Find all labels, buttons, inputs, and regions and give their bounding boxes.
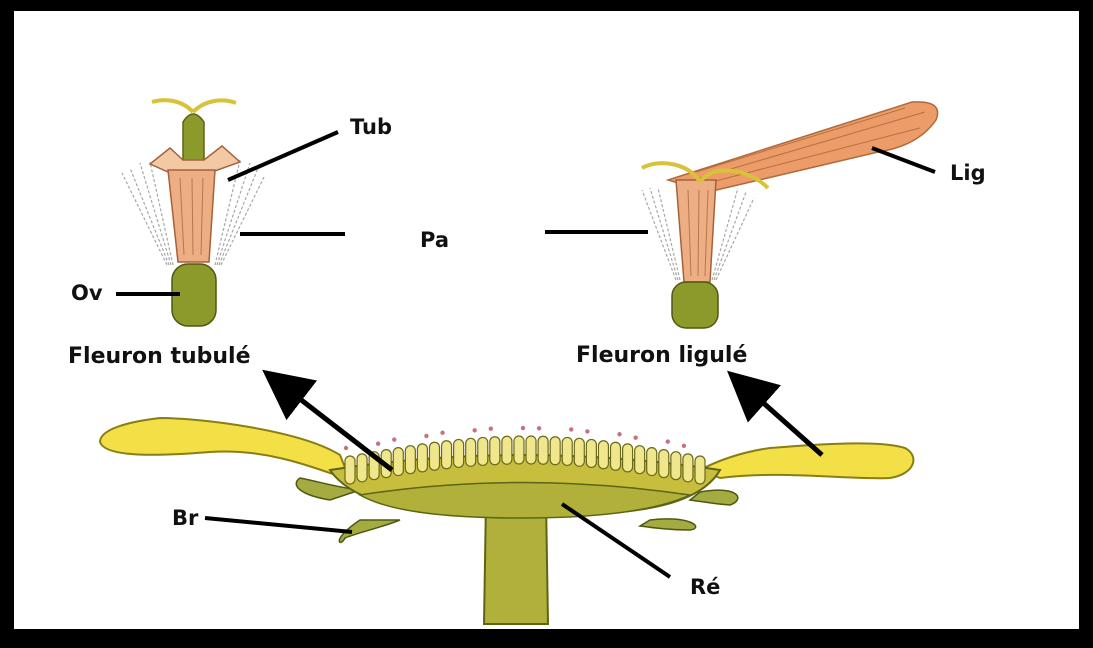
stigma-dot <box>424 434 428 438</box>
disc-floret <box>586 439 596 467</box>
disc-floret <box>562 437 572 465</box>
disc-floret <box>550 437 560 465</box>
stigma-dot <box>537 426 541 430</box>
disc-floret <box>514 436 524 464</box>
stigma-dot <box>682 444 686 448</box>
stigma-dot <box>489 427 493 431</box>
disc-floret <box>695 456 705 484</box>
disc-floret <box>623 444 633 472</box>
disc-floret <box>345 456 355 484</box>
disc-floret <box>538 436 548 464</box>
disc-floret <box>466 438 476 466</box>
disc-floret <box>357 454 367 482</box>
stigma-dot <box>585 429 589 433</box>
label-pa: Pa <box>420 228 449 252</box>
disc-floret <box>490 437 500 465</box>
disc-floret <box>417 444 427 472</box>
disc-floret <box>393 448 403 476</box>
disc-floret <box>405 446 415 474</box>
stigma-dot <box>617 432 621 436</box>
disc-floret <box>647 448 657 476</box>
stigma-dot <box>666 439 670 443</box>
label-lig: Lig <box>950 161 986 185</box>
anther-column <box>183 114 204 162</box>
disc-floret <box>442 441 452 469</box>
disc-floret <box>635 446 645 474</box>
disc-floret <box>659 450 669 478</box>
stigma-dot <box>472 428 476 432</box>
label-tub: Tub <box>350 115 392 139</box>
stigma-dot <box>633 435 637 439</box>
disc-floret <box>671 452 681 480</box>
disc-floret <box>574 438 584 466</box>
stigma-dot <box>440 431 444 435</box>
label-re: Ré <box>690 575 720 599</box>
disc-floret <box>502 436 512 464</box>
stigma-dot <box>344 446 348 450</box>
caption-ligulate: Fleuron ligulé <box>576 343 747 368</box>
stigma-dot <box>521 426 525 430</box>
stigma-dot <box>569 427 573 431</box>
disc-floret <box>598 441 608 469</box>
disc-floret <box>454 439 464 467</box>
label-br: Br <box>172 506 199 530</box>
label-ov: Ov <box>71 281 103 305</box>
disc-floret <box>478 437 488 465</box>
disc-floret <box>683 454 693 482</box>
disc-floret <box>611 442 621 470</box>
stigma-dot <box>376 442 380 446</box>
disc-floret <box>526 436 536 464</box>
ovary-right <box>672 282 718 328</box>
caption-tubular: Fleuron tubulé <box>68 344 251 369</box>
stigma-dot <box>392 437 396 441</box>
disc-floret <box>429 442 439 470</box>
